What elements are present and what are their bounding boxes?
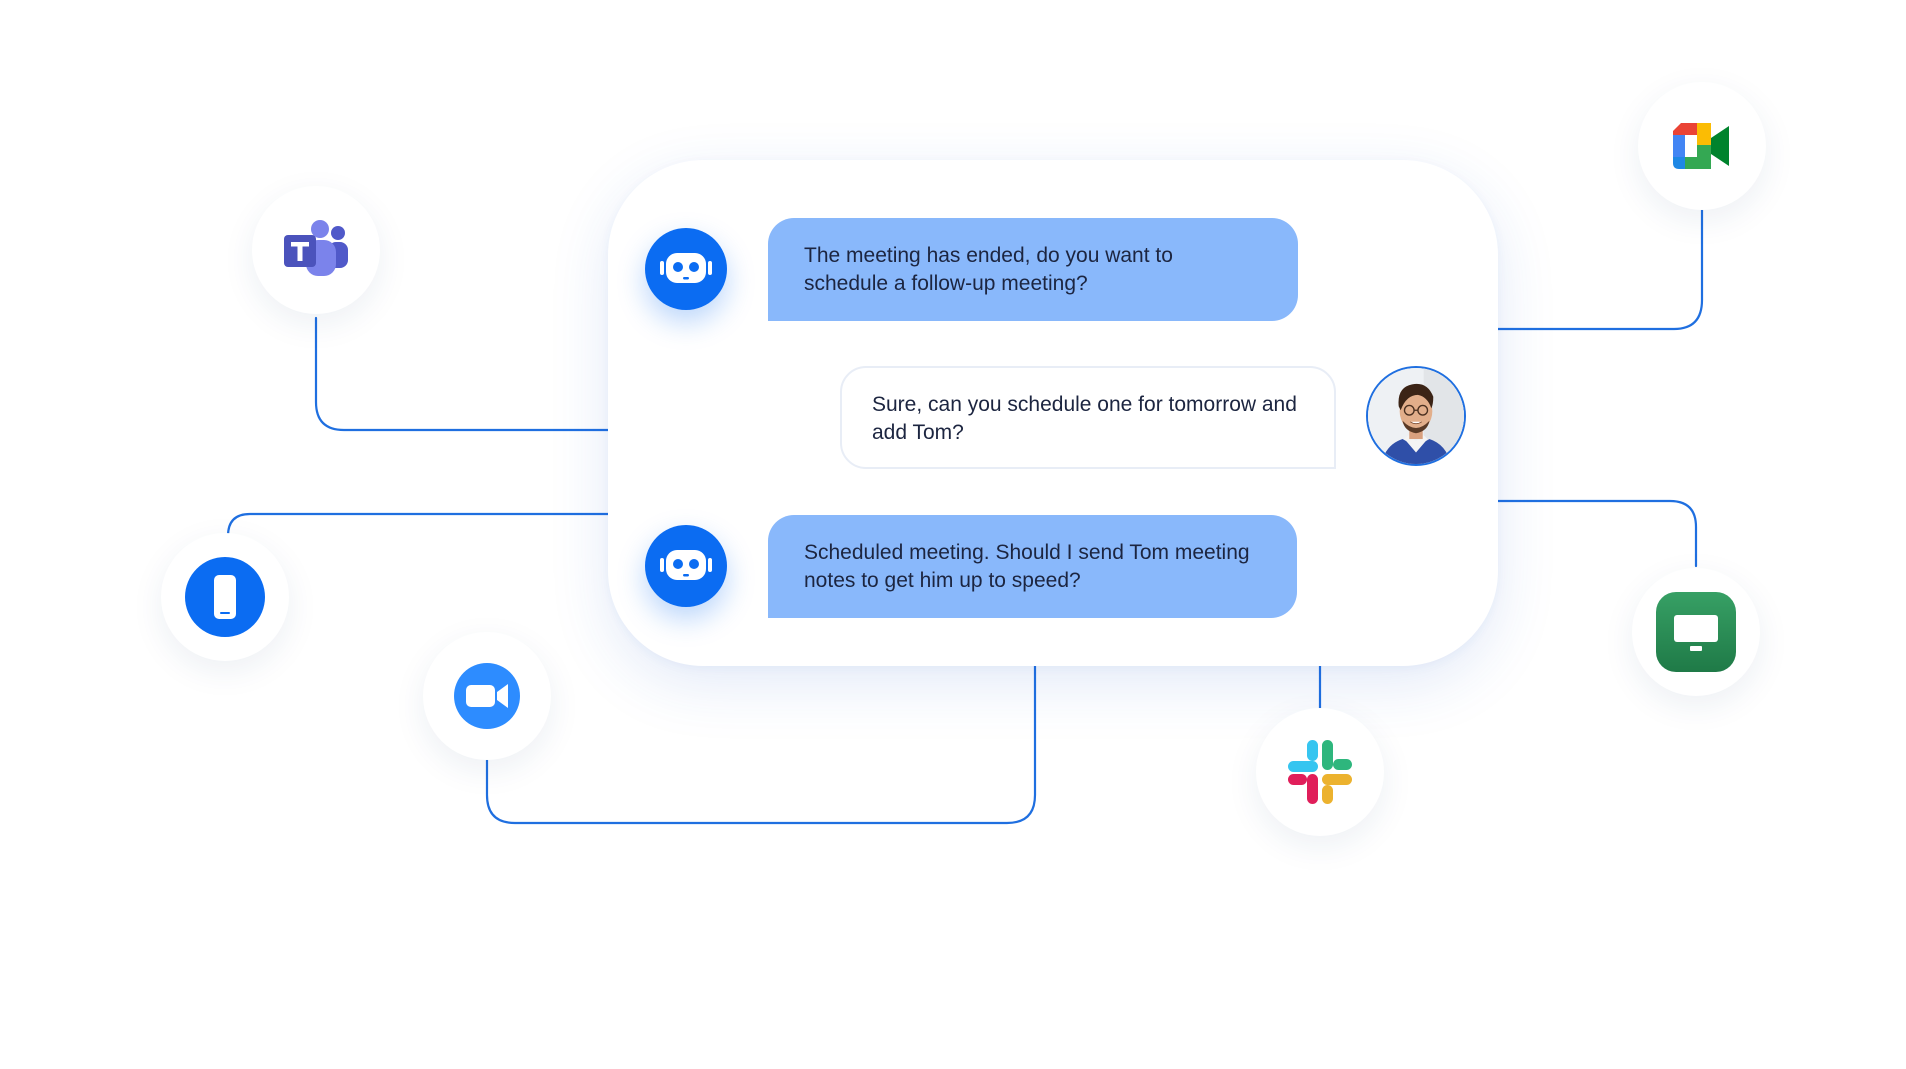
user-avatar: [1366, 366, 1466, 466]
screen-share-icon: [1656, 592, 1736, 672]
zoom-app-node[interactable]: [423, 632, 551, 760]
connector-zoom: [485, 664, 1037, 825]
connector-teams: [314, 316, 610, 432]
teams-app-node[interactable]: [252, 186, 380, 314]
slack-app-node[interactable]: [1256, 708, 1384, 836]
bot-avatar: [645, 228, 727, 310]
bot-message: Scheduled meeting. Should I send Tom mee…: [768, 515, 1297, 618]
google-meet-app-node[interactable]: [1638, 82, 1766, 210]
bot-avatar: [645, 525, 727, 607]
connector-screen: [1496, 499, 1698, 568]
zoom-icon: [454, 663, 520, 729]
connector-phone: [226, 512, 610, 542]
screen-share-app-node[interactable]: [1632, 568, 1760, 696]
user-message: Sure, can you schedule one for tomorrow …: [840, 366, 1336, 469]
robot-icon: [660, 550, 712, 580]
bot-message: The meeting has ended, do you want to sc…: [768, 218, 1298, 321]
slack-icon: [1288, 740, 1352, 804]
user-photo: [1368, 368, 1464, 464]
microsoft-teams-icon: [284, 220, 348, 276]
connector-meet: [1496, 208, 1704, 331]
robot-icon: [660, 253, 712, 283]
google-meet-icon: [1673, 123, 1729, 169]
mobile-phone-icon: [185, 557, 265, 637]
mobile-app-node[interactable]: [161, 533, 289, 661]
